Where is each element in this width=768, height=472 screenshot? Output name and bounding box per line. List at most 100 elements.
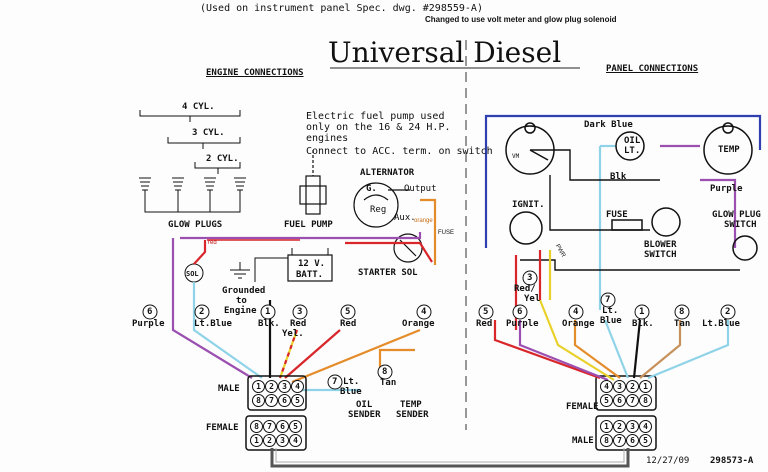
engine-connectors xyxy=(245,375,657,451)
orange-wire xyxy=(291,328,421,384)
wire-num-purple: 6 xyxy=(147,307,153,317)
vm-label: VM xyxy=(512,153,520,160)
wire-sub-ltblue-7: Blue xyxy=(340,387,362,397)
purple-panel-label: Purple xyxy=(710,184,743,194)
wire-num-orange: 4 xyxy=(421,307,427,317)
connector-pin-female-bot-2: 3 xyxy=(276,434,289,447)
wire-name-red: Red xyxy=(340,319,357,329)
wire-name-black: Blk. xyxy=(258,319,280,329)
wire-num-red: 5 xyxy=(345,307,351,317)
sol-label: SOL xyxy=(186,270,199,278)
panel-wire-num-red: 5 xyxy=(483,307,489,317)
alternator-symbol xyxy=(353,182,410,228)
panel-wire-num-ltblue-7: 7 xyxy=(605,295,611,305)
wire-name-ltblue: Lt.Blue xyxy=(194,319,232,329)
glow-switch-label-2: SWITCH xyxy=(724,220,757,230)
connector-pin-panel-female-top-3: 1 xyxy=(639,380,652,393)
panel-wire-num-redyel: 3 xyxy=(527,273,533,283)
cyl-4-label: 4 CYL. xyxy=(182,102,215,112)
cyl-2-label: 2 CYL. xyxy=(206,154,239,164)
pump-note-3: engines xyxy=(306,133,349,144)
cyl-3-label: 3 CYL. xyxy=(192,128,225,138)
connector-pin-panel-female-top-0: 4 xyxy=(600,380,613,393)
wire-sub-redyel: Yel. xyxy=(282,329,304,339)
acc-note: Connect to ACC. term. on switch xyxy=(306,146,493,157)
glow-plug-symbols xyxy=(139,177,246,213)
panel-gauges xyxy=(505,122,758,261)
fuel-pump-label: FUEL PUMP xyxy=(284,220,333,230)
blower-label-1: BLOWER xyxy=(644,240,677,250)
connector-pin-panel-male-bot-0: 8 xyxy=(600,434,613,447)
orange-tag: orange xyxy=(414,218,433,224)
connector-pin-male-bot-2: 6 xyxy=(278,394,291,407)
wire-num-black: 1 xyxy=(265,307,271,317)
used-on-note: (Used on instrument panel Spec. dwg. #29… xyxy=(200,3,483,14)
glow-switch-label-1: GLOW PLUG xyxy=(712,210,761,220)
alt-aux-label: Aux. xyxy=(394,213,416,223)
connector-pin-panel-male-top-0: 1 xyxy=(600,420,613,433)
panel-male-label: MALE xyxy=(572,436,594,446)
connector-pin-female-top-3: 5 xyxy=(289,420,302,433)
darkblue-wire xyxy=(484,114,762,248)
panel-wire-name-tan: Tan xyxy=(674,319,691,329)
connector-pin-male-top-2: 3 xyxy=(278,380,291,393)
dark-blue-label: Dark Blue xyxy=(584,120,633,130)
connector-pin-female-top-2: 6 xyxy=(276,420,289,433)
connector-pin-male-top-1: 2 xyxy=(265,380,278,393)
grounded-label-1: Grounded xyxy=(222,286,266,296)
pump-note-2: only on the 16 & 24 H.P. xyxy=(306,122,451,133)
wire-name-tan: Tan xyxy=(380,378,397,388)
connector-pin-panel-male-bot-2: 6 xyxy=(626,434,639,447)
engine-female-label: FEMALE xyxy=(206,423,239,433)
connector-pin-panel-male-top-3: 4 xyxy=(639,420,652,433)
connector-pin-female-bot-0: 1 xyxy=(250,434,263,447)
wire-num-redyel: 3 xyxy=(297,307,303,317)
red-wire xyxy=(284,329,341,379)
alt-output-label: Output xyxy=(404,184,437,194)
temp-gauge-label: TEMP xyxy=(718,145,740,155)
harness-cable xyxy=(270,448,630,468)
wire-num-ltblue: 2 xyxy=(199,307,205,317)
connector-pin-panel-male-top-2: 3 xyxy=(626,420,639,433)
red-yel-label-2: Yel xyxy=(524,294,541,304)
connector-pin-female-bot-1: 2 xyxy=(263,434,276,447)
panel-connections-heading: PANEL CONNECTIONS xyxy=(606,64,699,74)
connector-pin-panel-female-top-1: 3 xyxy=(613,380,626,393)
battery-box xyxy=(287,254,333,282)
panel-wire-name-orange: Orange xyxy=(562,319,595,329)
battery-label-2: BATT. xyxy=(296,270,324,280)
blk-label: Blk xyxy=(610,172,627,182)
panel-wire-name-ltblue-7: Lt. xyxy=(602,306,619,316)
connector-pin-panel-male-top-1: 2 xyxy=(613,420,626,433)
connector-pin-male-bot-3: 5 xyxy=(291,394,304,407)
connector-pin-panel-male-bot-3: 5 xyxy=(639,434,652,447)
blower-label-2: SWITCH xyxy=(644,250,677,260)
engine-connections-heading: ENGINE CONNECTIONS xyxy=(206,68,304,78)
pump-note-1: Electric fuel pump used xyxy=(306,111,445,122)
wire-name-redyel: Red xyxy=(290,319,307,329)
oil-lt-label-2: LT. xyxy=(624,146,641,156)
grounded-label-3: Engine xyxy=(224,306,257,316)
alt-reg-label: Reg xyxy=(370,205,387,215)
wire-name-purple: Purple xyxy=(132,319,165,329)
wire-num-tan: 8 xyxy=(382,367,388,377)
connector-pin-male-top-3: 4 xyxy=(291,380,304,393)
red-yel-label-1: Red/ xyxy=(514,284,536,294)
panel-wire-name-purple: Purple xyxy=(506,319,539,329)
connector-pin-female-bot-3: 4 xyxy=(289,434,302,447)
cylinder-brackets xyxy=(139,110,241,174)
connector-pin-female-top-1: 7 xyxy=(263,420,276,433)
wire-name-orange: Orange xyxy=(402,319,435,329)
starter-sol-label: STARTER SOL xyxy=(358,268,418,278)
panel-wire-num-tan: 8 xyxy=(679,307,685,317)
connector-pin-panel-female-bot-3: 8 xyxy=(639,394,652,407)
panel-wire-num-orange: 4 xyxy=(573,307,579,317)
connector-pin-panel-female-bot-0: 5 xyxy=(600,394,613,407)
wire-num-ltblue-7: 7 xyxy=(332,377,338,387)
connector-pin-panel-female-top-2: 2 xyxy=(626,380,639,393)
drawing-number: 298573-A xyxy=(710,456,754,466)
fuse-tag: FUSE xyxy=(438,230,455,236)
oil-sender-label-2: SENDER xyxy=(348,410,381,420)
alt-g-label: G. xyxy=(366,184,377,194)
fuse-label: FUSE xyxy=(606,210,628,220)
